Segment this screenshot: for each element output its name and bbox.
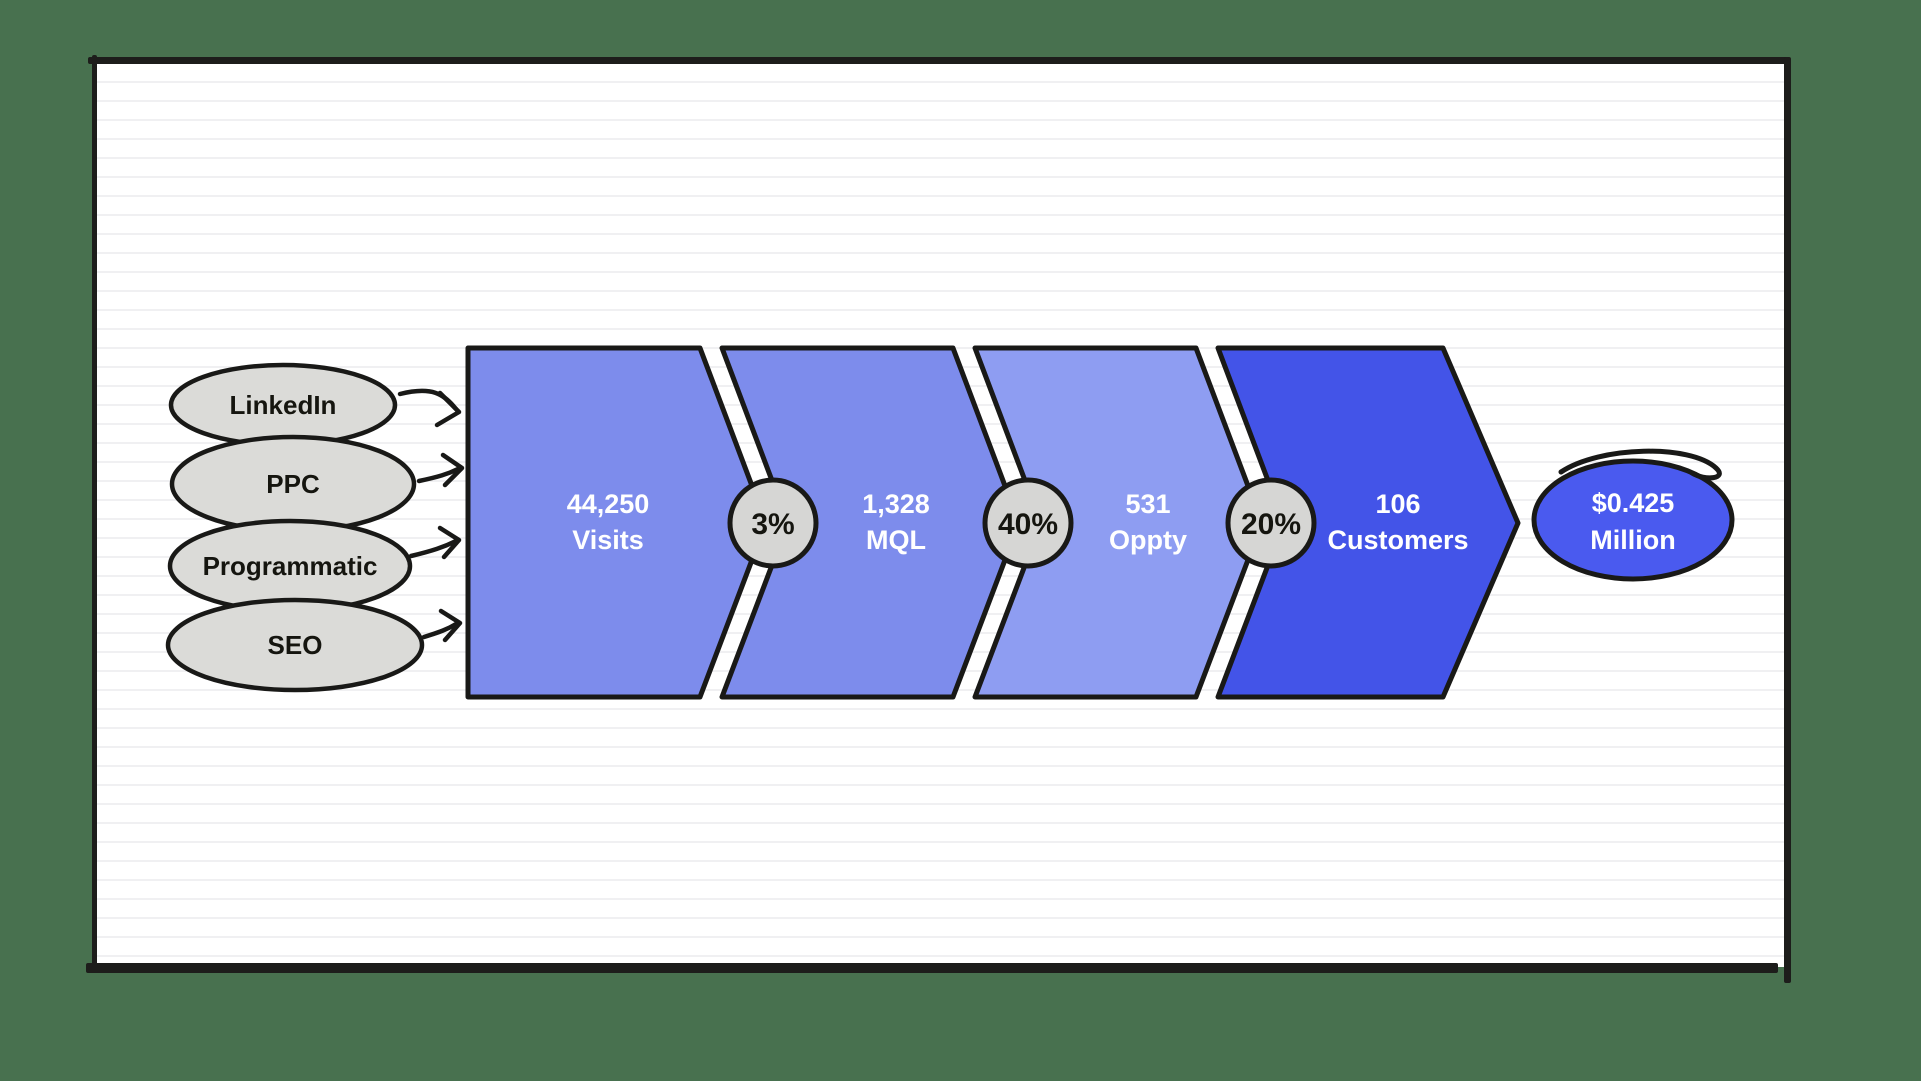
whiteboard-border-top xyxy=(88,57,1790,64)
whiteboard-border-left xyxy=(92,55,97,972)
stage-label-mql: MQL xyxy=(866,525,926,555)
conversion-rate-3: 20% xyxy=(1241,508,1301,541)
source-label-ppc: PPC xyxy=(266,469,320,499)
arrow-linkedin-to-funnel-icon xyxy=(397,388,462,428)
arrow-ppc-to-funnel-icon xyxy=(416,452,465,488)
revenue-value: $0.425 xyxy=(1592,488,1675,518)
revenue-label: Million xyxy=(1590,525,1675,555)
conversion-badge-40 xyxy=(982,477,1074,569)
revenue-oval xyxy=(1531,458,1735,582)
stage-label-oppty: Oppty xyxy=(1109,525,1187,555)
stage-value-mql: 1,328 xyxy=(862,489,930,519)
conversion-rate-1: 3% xyxy=(751,508,794,541)
stage-value-oppty: 531 xyxy=(1125,489,1170,519)
source-label-seo: SEO xyxy=(268,630,323,660)
source-oval-seo xyxy=(165,597,425,693)
arrow-seo-to-funnel-icon xyxy=(421,608,463,643)
revenue-oval-scribble-icon xyxy=(1558,448,1722,481)
source-label-linkedin: LinkedIn xyxy=(230,390,337,420)
conversion-rate-2: 40% xyxy=(998,508,1058,541)
stage-value-visits: 44,250 xyxy=(567,489,650,519)
stage-label-customers: Customers xyxy=(1327,525,1468,555)
whiteboard-border-bottom xyxy=(86,963,1778,973)
conversion-badge-3 xyxy=(727,477,819,569)
whiteboard-border-right xyxy=(1784,57,1791,983)
funnel-stage-visits xyxy=(465,345,769,700)
source-label-programmatic: Programmatic xyxy=(203,551,378,581)
stage-value-customers: 106 xyxy=(1375,489,1420,519)
arrow-programmatic-to-funnel-icon xyxy=(408,525,462,560)
conversion-badge-20 xyxy=(1225,477,1317,569)
stage-label-visits: Visits xyxy=(572,525,644,555)
